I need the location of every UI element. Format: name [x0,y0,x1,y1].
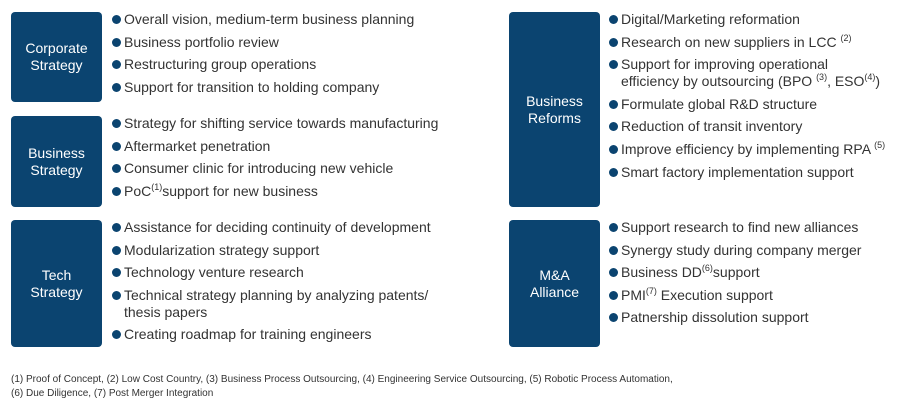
item-text: Formulate global R&D structure [621,95,818,112]
footnote-ref: (5) [874,139,886,150]
bullet-icon [112,223,121,232]
list-item: PMI(7) Execution support [609,285,900,304]
bullet-icon [112,186,121,196]
bullet-icon [112,15,121,24]
bullet-icon [609,144,618,154]
list-item: Support for improving operational effici… [609,56,900,90]
list-item: Aftermarket penetration [112,137,458,155]
list-item: Consumer clinic for introducing new vehi… [112,160,458,177]
bullet-icon [112,268,121,278]
bullet-icon [112,141,121,151]
bullet-icon [112,82,121,92]
item-text: Research on new suppliers in LCC [621,33,841,50]
item-text: Business portfolio review [124,33,279,50]
list-item: Support for transition to holding compan… [112,78,458,96]
item-text: Overall vision, medium-term business pla… [124,11,415,27]
list-item: Creating roadmap for training engineers [112,326,458,343]
list-item: Business DD(6)support [609,263,900,281]
item-text: Creating roadmap for training engineers [124,326,372,343]
item-text: Support for improving operational effici… [621,56,829,90]
list-item: Digital/Marketing reformation [609,11,900,28]
footnote-ref: (2) [840,32,852,43]
bullet-icon [609,15,618,24]
list-item: Business portfolio review [112,33,458,51]
item-text: Patnership dissolution support [621,309,809,326]
category-corporate-strategy: Corporate Strategy [11,12,102,102]
footnote-ref: (1) [151,181,163,192]
footnote-ref: (6) [701,263,713,274]
bullet-icon [112,290,121,300]
list-item: Modularization strategy support [112,241,458,259]
bullet-icon [609,37,618,47]
bullet-icon [609,290,618,300]
list-item: Technical strategy planning by analyzing… [112,286,458,321]
list-item: Improve efficiency by implementing RPA (… [609,139,900,158]
item-text: Reduction of transit inventory [621,118,803,135]
list-item: Strategy for shifting service towards ma… [112,115,458,132]
item-text: Technical strategy planning by analyzing… [124,286,429,320]
item-text: PMI [621,286,646,303]
list-item: Assistance for deciding continuity of de… [112,219,458,236]
list-item: Synergy study during company merger [609,241,900,259]
item-text: Support research to find new alliances [621,219,859,235]
footnote: (1) Proof of Concept, (2) Low Cost Count… [11,374,673,399]
list-item: Reduction of transit inventory [609,118,900,135]
item-text: Consumer clinic for introducing new vehi… [124,160,394,177]
item-text: Modularization strategy support [124,241,320,258]
list-item: PoC(1)support for new business [112,181,458,200]
bullet-icon [609,60,618,70]
bullet-icon [609,313,618,323]
item-text: Restructuring group operations [124,56,317,73]
list-item: Smart factory implementation support [609,163,900,181]
category-business-strategy: Business Strategy [11,116,102,207]
item-text: Strategy for shifting service towards ma… [124,115,439,131]
list-item: Overall vision, medium-term business pla… [112,11,458,28]
item-text: Synergy study during company merger [621,241,862,258]
corporate-strategy-list: Overall vision, medium-term business pla… [112,11,458,101]
bullet-icon [112,164,121,174]
list-item: Restructuring group operations [112,56,458,73]
bullet-icon [609,268,618,278]
item-text: Aftermarket penetration [124,137,271,154]
item-text: Support for transition to holding compan… [124,78,380,95]
item-text: Digital/Marketing reformation [621,11,800,27]
item-text: Improve efficiency by implementing RPA [621,140,875,157]
bullet-icon [609,245,618,255]
list-item: Technology venture research [112,264,458,281]
category-ma-alliance: M&A Alliance [509,220,600,347]
item-text: Business DD [621,264,702,281]
category-tech-strategy: Tech Strategy [11,220,102,347]
bullet-icon [609,122,618,132]
item-text: support for new business [162,182,318,199]
bullet-icon [112,60,121,70]
footnote-ref: (7) [645,285,657,296]
item-text: , ESO [827,73,865,90]
business-strategy-list: Strategy for shifting service towards ma… [112,115,458,205]
bullet-icon [609,99,618,109]
footnote-ref: (4) [864,72,876,83]
tech-strategy-list: Assistance for deciding continuity of de… [112,219,458,349]
item-text: Smart factory implementation support [621,163,854,180]
item-text: PoC [124,182,152,199]
footnote-ref: (3) [816,72,828,83]
category-business-reforms: Business Reforms [509,12,600,207]
item-text: Execution support [656,286,773,303]
item-text: Technology venture research [124,264,304,281]
bullet-icon [112,330,121,340]
bullet-icon [609,167,618,177]
list-item: Support research to find new alliances [609,219,900,236]
item-text: support [712,264,760,281]
bullet-icon [609,223,618,232]
list-item: Formulate global R&D structure [609,95,900,113]
item-text: Assistance for deciding continuity of de… [124,219,431,235]
bullet-icon [112,245,121,255]
bullet-icon [112,37,121,47]
item-text: ) [875,73,881,90]
list-item: Patnership dissolution support [609,309,900,326]
list-item: Research on new suppliers in LCC (2) [609,32,900,51]
bullet-icon [112,119,121,128]
